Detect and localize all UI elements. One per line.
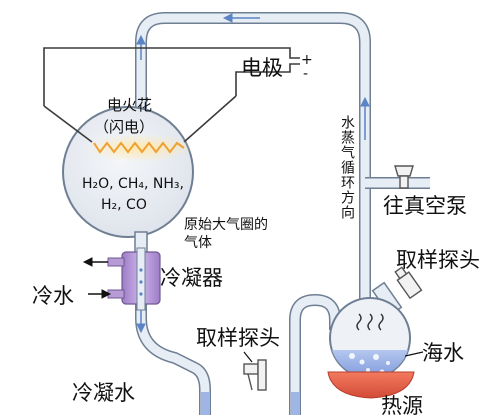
flow-arrow-icon <box>82 257 112 299</box>
condensed-water-level <box>201 392 209 415</box>
condensed-water-label: 冷凝水 <box>72 381 135 405</box>
valve-icon <box>243 359 267 391</box>
valve-icon <box>394 165 414 189</box>
spark-label: 电火花 <box>107 96 153 114</box>
water-flask <box>329 281 411 379</box>
heat-source-label: 热源 <box>381 394 423 418</box>
vacuum-pump-label: 往真空泵 <box>383 194 467 218</box>
tube-water-level <box>291 392 299 415</box>
sampling-probe-bottom-label: 取样探头 <box>196 326 280 350</box>
flow-arrow-icon <box>136 13 370 334</box>
electrode-plus-sign: + <box>301 52 313 68</box>
heater <box>327 371 415 399</box>
electrode-minus-sign: - <box>303 66 309 82</box>
electrode-label: 电极 <box>241 56 283 80</box>
atmosphere-label-line-1: 原始大气圈的 <box>184 217 268 233</box>
cold-water-label: 冷水 <box>32 284 74 308</box>
lightning-label: （闪电） <box>94 118 155 136</box>
seawater-pointer <box>405 351 424 357</box>
gases-line-1: H₂O, CH₄, NH₃, <box>82 176 184 192</box>
bubble-icon <box>349 353 390 375</box>
gases-line-2: H₂, CO <box>101 197 147 213</box>
valve-icon <box>394 266 423 300</box>
atmosphere-label-line-2: 气体 <box>184 235 212 251</box>
steam-icon <box>356 313 384 331</box>
sampling-probe-right-label: 取样探头 <box>396 248 480 272</box>
condenser-label: 冷凝器 <box>160 266 223 290</box>
seawater-label: 海水 <box>422 341 464 365</box>
electrode-wires <box>43 47 300 143</box>
vapor-direction-label: 水蒸气循环方向 <box>339 115 355 220</box>
spark-zigzag-icon <box>93 141 185 154</box>
condenser <box>107 247 161 311</box>
